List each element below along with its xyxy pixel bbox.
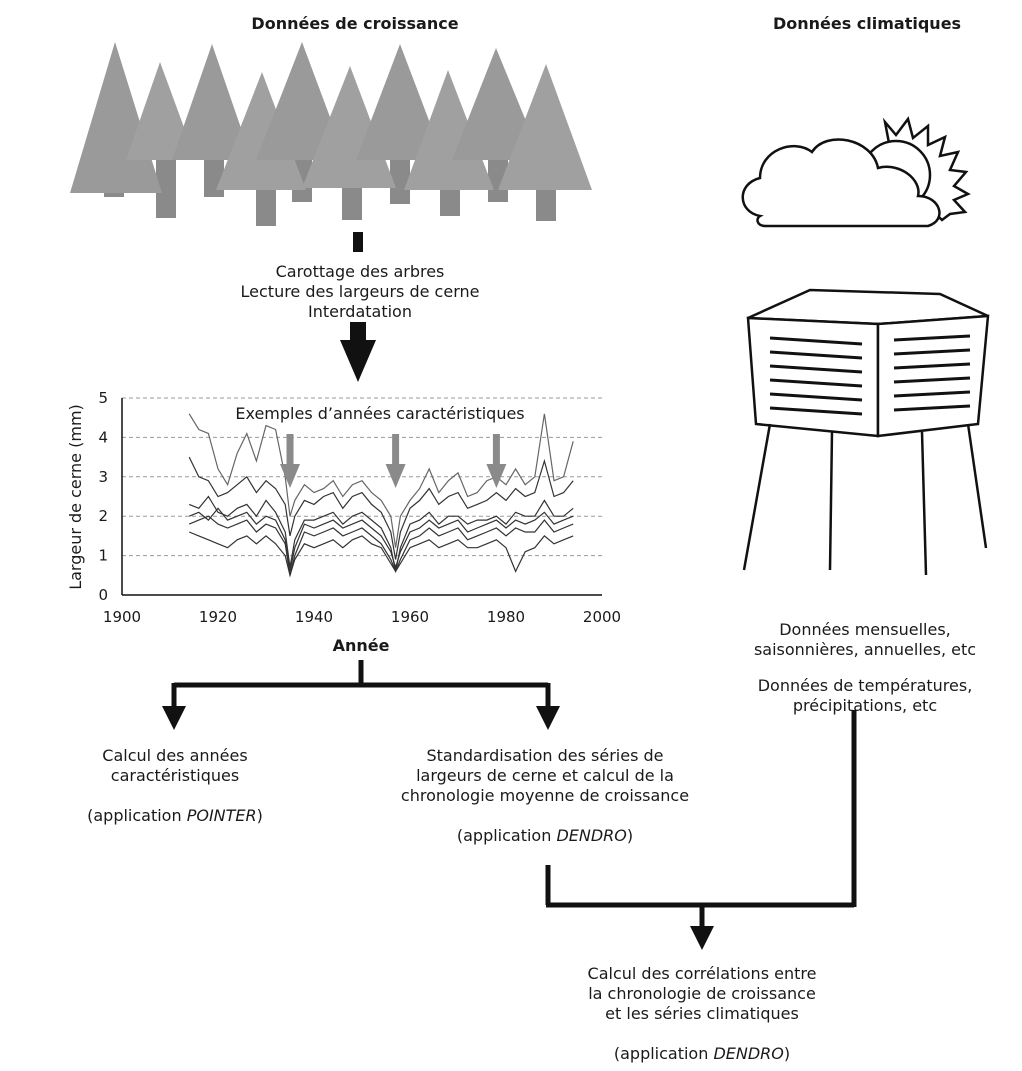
dendro-app-label: (application DENDRO) — [456, 826, 634, 845]
climate-text-line3: Données de températures, — [757, 676, 973, 695]
step-coring: Carottage des arbres — [275, 262, 445, 281]
cloud-icon — [741, 138, 941, 228]
x-tick-1940: 1940 — [295, 608, 333, 626]
dendro-step-line2: largeurs de cerne et calcul de la — [416, 766, 674, 785]
dendro-step-line3: chronologie moyenne de croissance — [400, 786, 690, 805]
series-line-1 — [188, 413, 574, 548]
forest-icon — [70, 42, 592, 226]
step-ring-reading: Lecture des largeurs de cerne — [240, 282, 480, 301]
x-tick-2000: 2000 — [583, 608, 621, 626]
flow-lines — [171, 660, 857, 928]
dendro-step-line1: Standardisation des séries de — [426, 746, 664, 765]
cloud-sun-icon — [741, 116, 971, 228]
arrow-to-pointer — [162, 706, 186, 730]
y-tick-0: 0 — [98, 586, 108, 604]
series-line-3 — [188, 495, 574, 572]
x-tick-1900: 1900 — [103, 608, 141, 626]
climate-data-header: Données climatiques — [772, 14, 962, 33]
chart-axes — [121, 398, 602, 596]
series-line-4 — [188, 507, 574, 572]
ring-width-chart: 1900 1920 1940 1960 1980 2000 0 1 2 3 4 5 — [98, 389, 621, 626]
series-line-5 — [188, 515, 574, 576]
climate-text-line2: saisonnières, annuelles, etc — [753, 640, 977, 659]
correlation-step-line3: et les séries climatiques — [605, 1004, 799, 1023]
chart-x-axis-label: Année — [332, 636, 390, 655]
step-crossdating: Interdatation — [308, 302, 412, 321]
chart-series — [188, 413, 574, 578]
climate-text-line1: Données mensuelles, — [779, 620, 951, 639]
correlation-step-line1: Calcul des corrélations entre — [587, 964, 817, 983]
characteristic-year-arrows — [280, 434, 507, 488]
flow-arrowheads — [162, 706, 714, 950]
arrow-to-dendro — [536, 706, 560, 730]
weather-station-icon — [742, 288, 990, 576]
growth-data-header: Données de croissance — [251, 14, 459, 33]
y-tick-4: 4 — [98, 428, 108, 446]
series-line-2 — [188, 456, 574, 560]
pointer-step-line2: caractéristiques — [110, 766, 240, 785]
x-tick-1980: 1980 — [487, 608, 525, 626]
chart-grid — [122, 397, 602, 557]
chart-ticks: 1900 1920 1940 1960 1980 2000 0 1 2 3 4 5 — [98, 389, 621, 626]
pointer-step-line1: Calcul des années — [102, 746, 248, 765]
chart-annotation: Exemples d’années caractéristiques — [235, 404, 525, 423]
y-tick-1: 1 — [98, 547, 108, 565]
climate-text-line4: précipitations, etc — [792, 696, 938, 715]
y-tick-2: 2 — [98, 507, 108, 525]
x-tick-1960: 1960 — [391, 608, 429, 626]
chart-y-axis-label: Largeur de cerne (mm) — [66, 404, 85, 590]
arrow-year-1978 — [486, 434, 507, 488]
x-tick-1920: 1920 — [199, 608, 237, 626]
correlation-step-line2: la chronologie de croissance — [588, 984, 816, 1003]
arrow-down-to-chart — [340, 322, 376, 382]
arrow-year-1957 — [385, 434, 406, 488]
y-tick-5: 5 — [98, 389, 108, 407]
y-tick-3: 3 — [98, 468, 108, 486]
correlation-app-label: (application DENDRO) — [613, 1044, 791, 1063]
series-line-6 — [188, 531, 574, 578]
pointer-app-label: (application POINTER) — [87, 806, 263, 825]
arrow-to-correlations — [690, 926, 714, 950]
forest-connector — [353, 232, 363, 252]
arrow-year-1935 — [280, 434, 300, 488]
